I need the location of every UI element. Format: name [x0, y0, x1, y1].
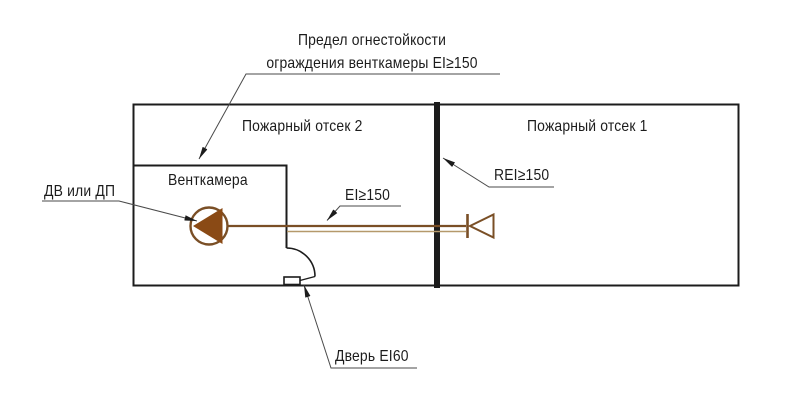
fan-callout-label: ДВ или ДП [44, 183, 116, 200]
vent-chamber-wall [133, 164, 288, 248]
callout-leaders [42, 73, 554, 369]
door-symbol [283, 247, 316, 286]
vent-enclosure-rating-line1: Предел огнестойкости [297, 32, 447, 49]
duct [227, 224, 466, 233]
compartment-1-label: Пожарный отсек 1 [527, 118, 648, 135]
fire-damper-icon [466, 212, 495, 240]
vent-enclosure-rating-line2: ограждения венткамеры EI≥150 [266, 55, 478, 72]
compartment-2-label: Пожарный отсек 2 [242, 118, 363, 135]
vent-enclosure-rating-callout: Предел огнестойкости ограждения венткаме… [260, 29, 484, 75]
fan-icon [189, 206, 229, 246]
duct-rating-label: EI≥150 [345, 187, 391, 204]
vent-chamber-label: Венткамера [168, 172, 248, 189]
wall-rating-label: REI≥150 [494, 167, 550, 184]
door-rating-label: Дверь EI60 [335, 348, 409, 365]
